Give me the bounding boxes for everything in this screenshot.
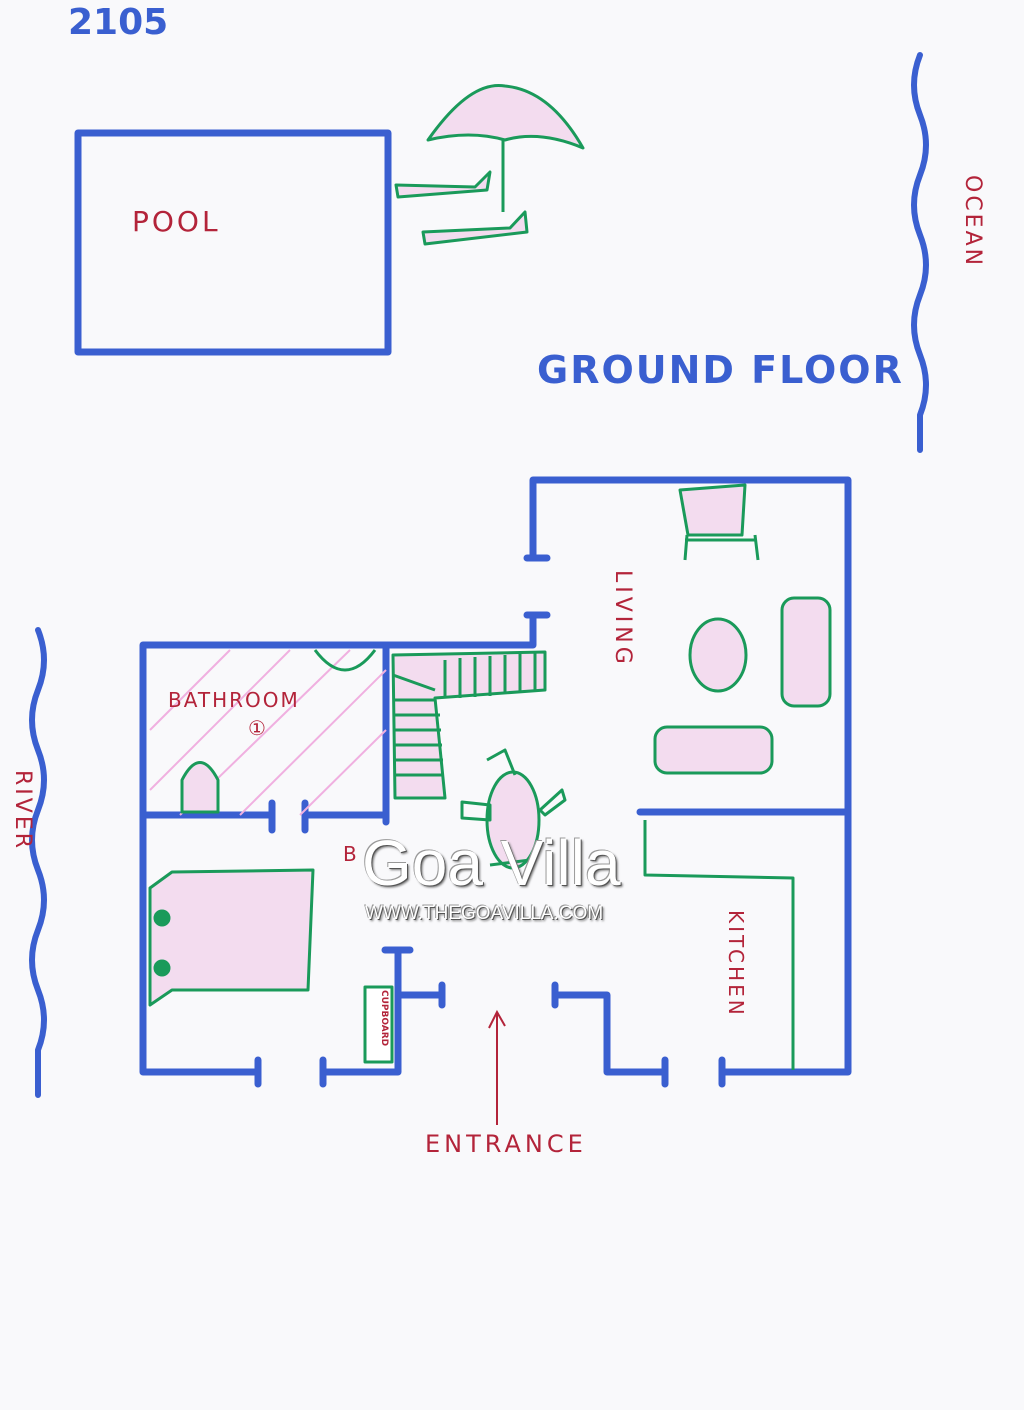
bathroom-number: ① [248,716,269,740]
coffee-table-icon [688,617,748,693]
ocean-shoreline [911,52,929,453]
entrance-label: ENTRANCE [425,1130,587,1158]
pillow-icon [153,959,171,977]
umbrella-icon [426,83,585,150]
bed-icon [148,868,315,1007]
river-label: RIVER [10,770,35,852]
watermark-url: WWW.THEGOAVILLA.COM [365,903,604,924]
stair-treads [392,653,537,777]
sun-lounger-icon [394,170,492,199]
cupboard-label: CUPBOARD [379,990,389,1047]
door-caps [254,554,726,1088]
floor-title: GROUND FLOOR [537,348,904,392]
chair-icon [460,748,567,867]
ocean-label: OCEAN [960,175,985,269]
tv-icon [678,483,760,561]
kitchen-wall [551,991,669,1076]
bedroom-label: B [343,842,360,866]
living-wall-outer [529,476,852,1076]
entrance-arrow-icon [488,1009,506,1125]
pool-outline [74,129,392,356]
cupboard-outline [363,985,394,1064]
bathroom-label: BATHROOM [168,688,300,712]
sofa-icon [780,596,832,708]
page-number: 2105 [68,2,169,43]
sofa-icon [653,725,774,775]
bottom-wall-left [319,946,402,1076]
living-wall-stub [139,611,537,1076]
watermark-logo: Goa Villa [362,827,621,899]
kitchen-label: KITCHEN [724,910,748,1018]
pool-label: POOL [132,205,221,238]
shower-icon [313,649,377,672]
toilet-icon [180,761,220,814]
river-bank [29,627,47,1098]
pillow-icon [153,909,171,927]
bathroom-hatch [149,649,387,816]
living-label: LIVING [610,570,635,668]
kitchen-counter [643,820,795,1070]
sun-lounger-icon [421,210,529,246]
